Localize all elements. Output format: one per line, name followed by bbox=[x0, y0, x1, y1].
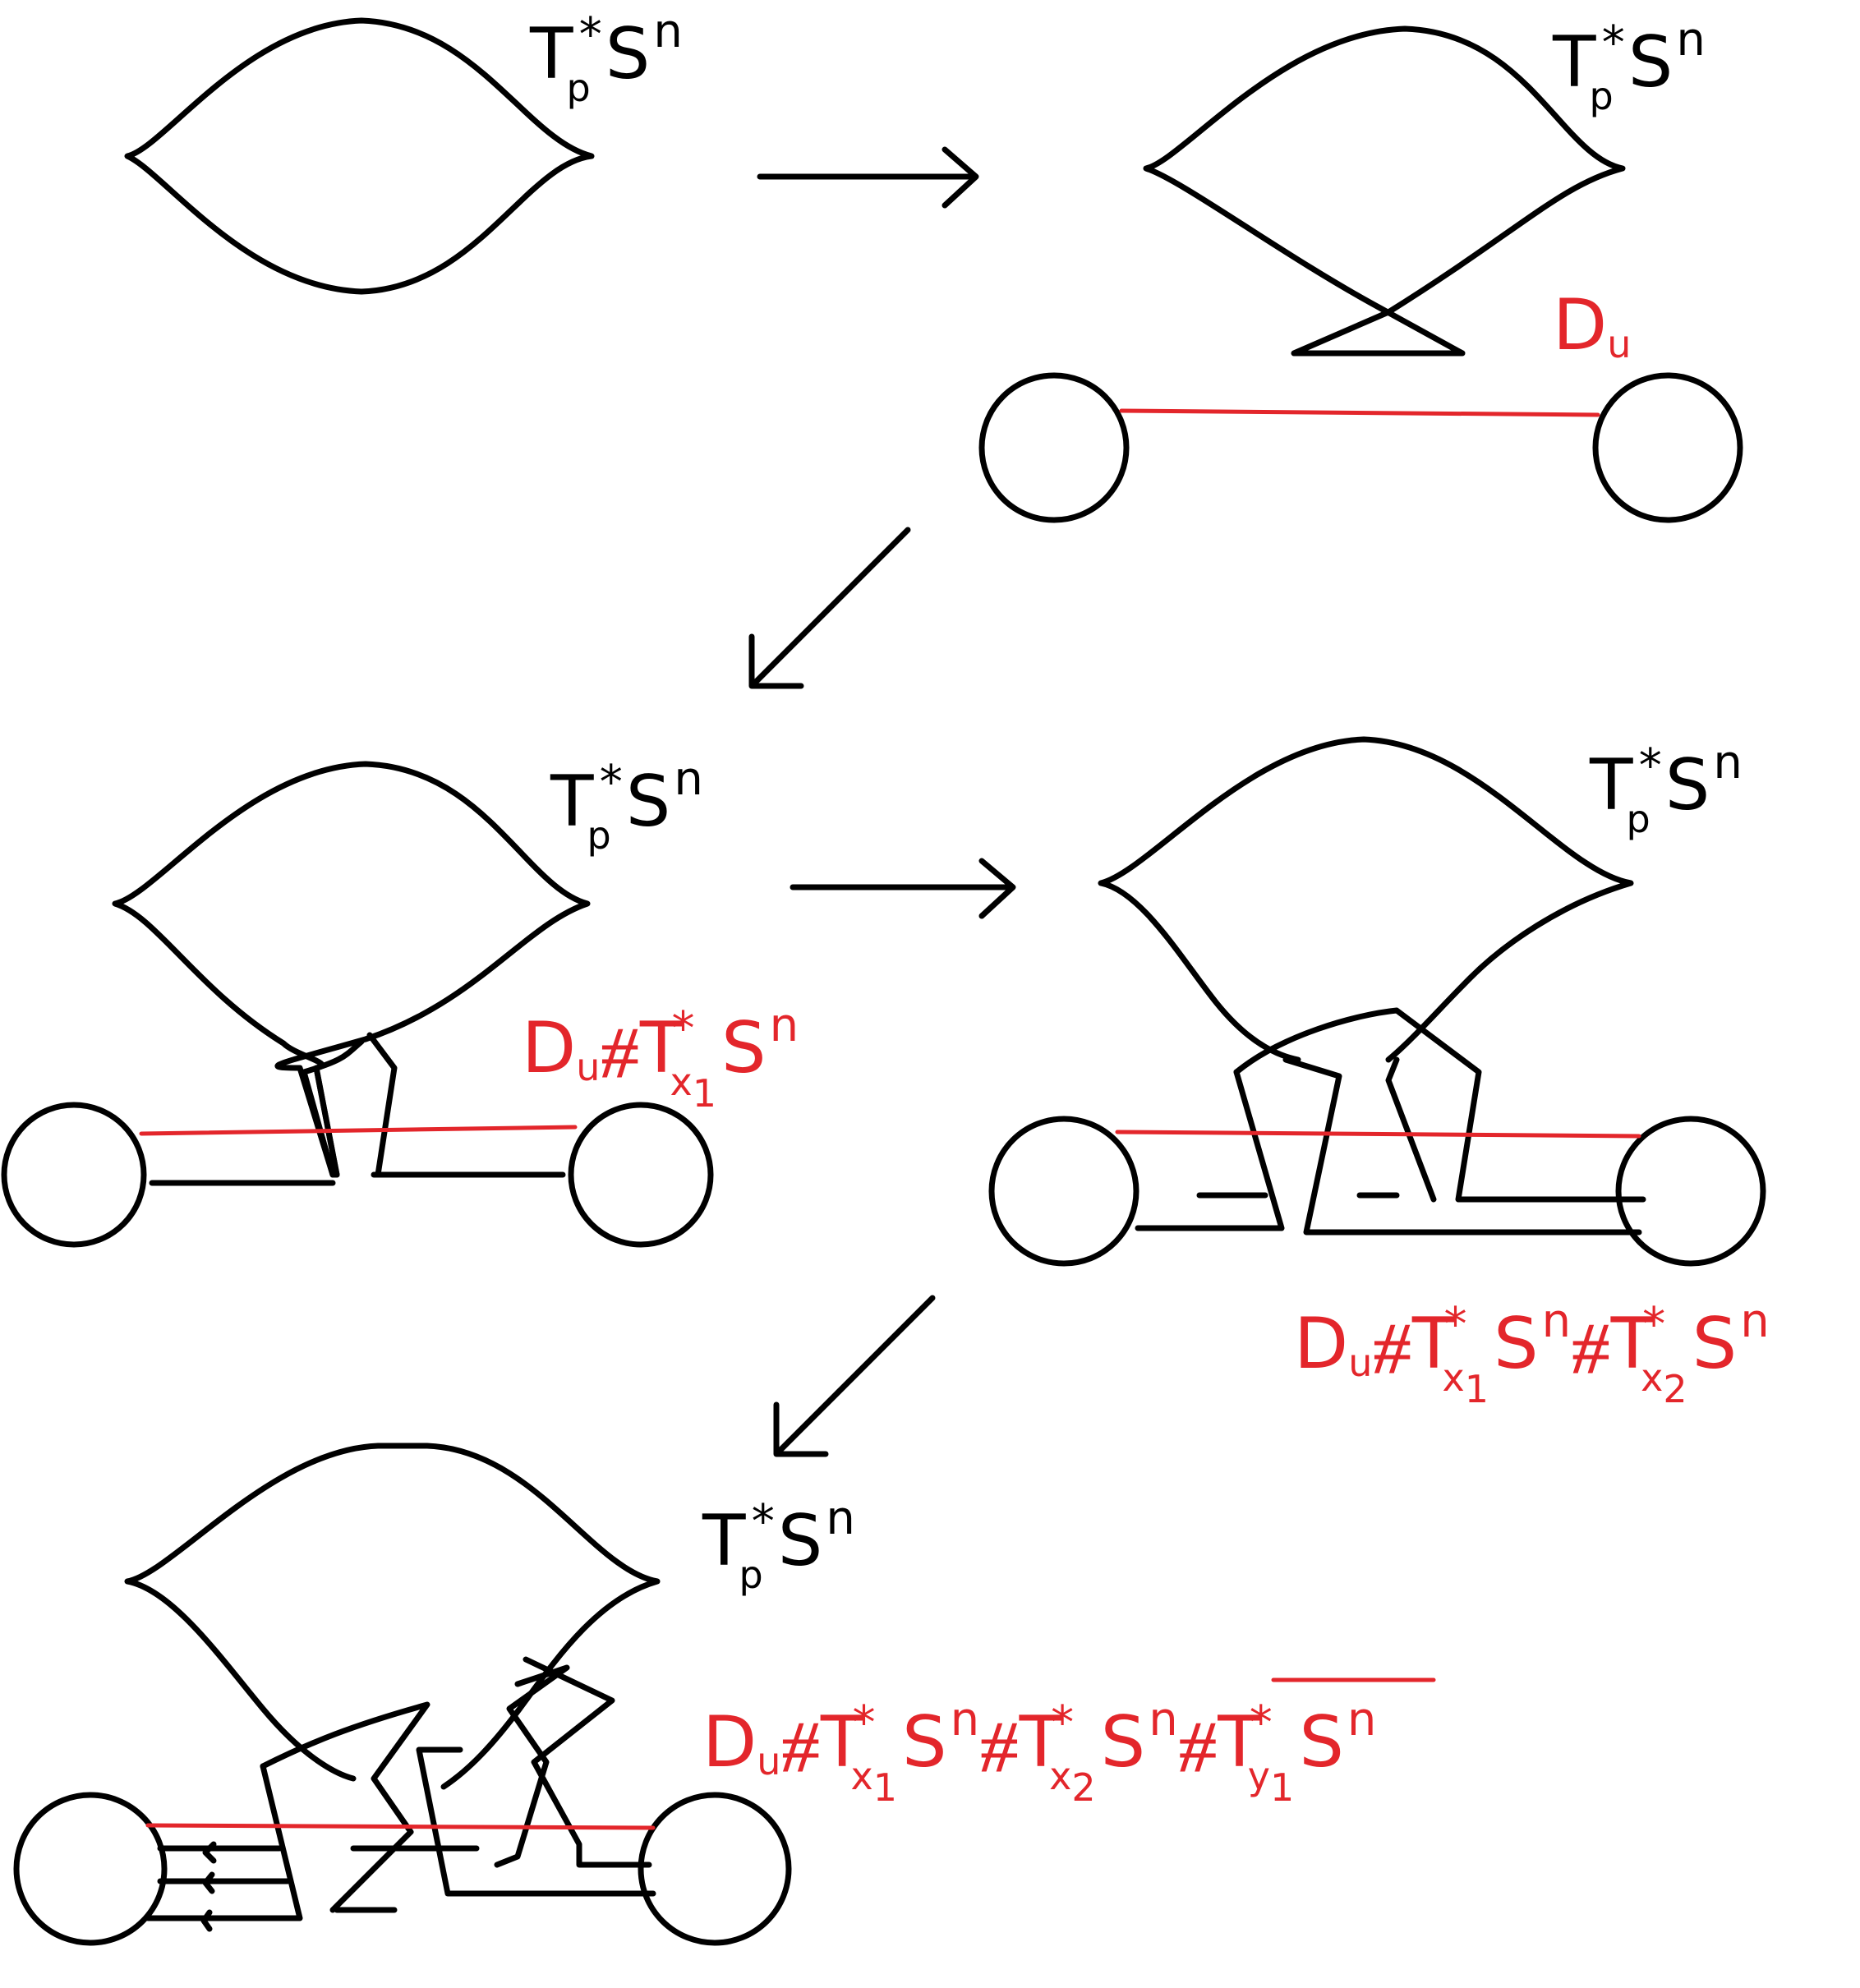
panel-1: Tp*Sn bbox=[124, 5, 683, 295]
panel-2: Tp*Sn Du bbox=[978, 13, 1743, 523]
panel-5-red-label: Du⧣T*x1Sn⧣T*x2Sn⧣T*y1Sn bbox=[702, 1693, 1376, 1810]
panel-2-left-circle bbox=[978, 372, 1130, 523]
arrow-right-2 bbox=[790, 858, 1016, 919]
panel-2-red-chord bbox=[1119, 408, 1600, 417]
panel-5-label: Tp*Sn bbox=[702, 1492, 855, 1597]
panel-1-label: Tp*Sn bbox=[529, 5, 683, 110]
panel-4-lens bbox=[1098, 736, 1634, 1063]
panel-2-right-circle bbox=[1592, 372, 1743, 523]
panel-5-left-circle bbox=[13, 1792, 168, 1946]
panel-4-red-label: Du⧣T*x1Sn⧣T*x2Sn bbox=[1294, 1295, 1770, 1411]
panel-1-lens bbox=[124, 17, 595, 295]
panel-4-red-chord bbox=[1115, 1130, 1641, 1139]
panel-3-red-label: Du⧣T*x1Sn bbox=[522, 999, 799, 1116]
arrow-right-1 bbox=[757, 146, 979, 209]
panel-3-strands bbox=[301, 1038, 365, 1178]
panel-5-red-chord bbox=[145, 1823, 656, 1830]
panel-4-right-circle bbox=[1615, 1116, 1766, 1267]
panel-2-du-label: Du bbox=[1553, 284, 1631, 366]
panel-4: Tp*Sn Du⧣T*x1Sn⧣T*x2Sn bbox=[988, 736, 1770, 1411]
panel-3-lens bbox=[112, 761, 591, 1178]
panel-3-right-circle bbox=[568, 1102, 714, 1248]
panel-4-left-circle bbox=[988, 1116, 1139, 1267]
panel-5-right-circle bbox=[638, 1792, 792, 1946]
panel-2-label: Tp*Sn bbox=[1552, 13, 1706, 118]
panel-3-label: Tp*Sn bbox=[550, 752, 703, 858]
arrow-diag-2 bbox=[773, 1295, 936, 1457]
panel-3-left-circle bbox=[1, 1102, 147, 1248]
panel-4-label: Tp*Sn bbox=[1589, 736, 1743, 841]
panel-5-lens bbox=[124, 1443, 661, 1790]
arrow-diag-1 bbox=[748, 527, 911, 689]
panel-2-lens bbox=[1143, 25, 1626, 357]
panel-3-red-chord bbox=[139, 1125, 578, 1136]
panel-3: Tp*Sn Du⧣T*x1Sn bbox=[1, 752, 799, 1248]
panel-5: Tp*Sn Du⧣T*x1Sn⧣T*x2Sn⧣T*y1Sn bbox=[13, 1443, 1436, 1946]
